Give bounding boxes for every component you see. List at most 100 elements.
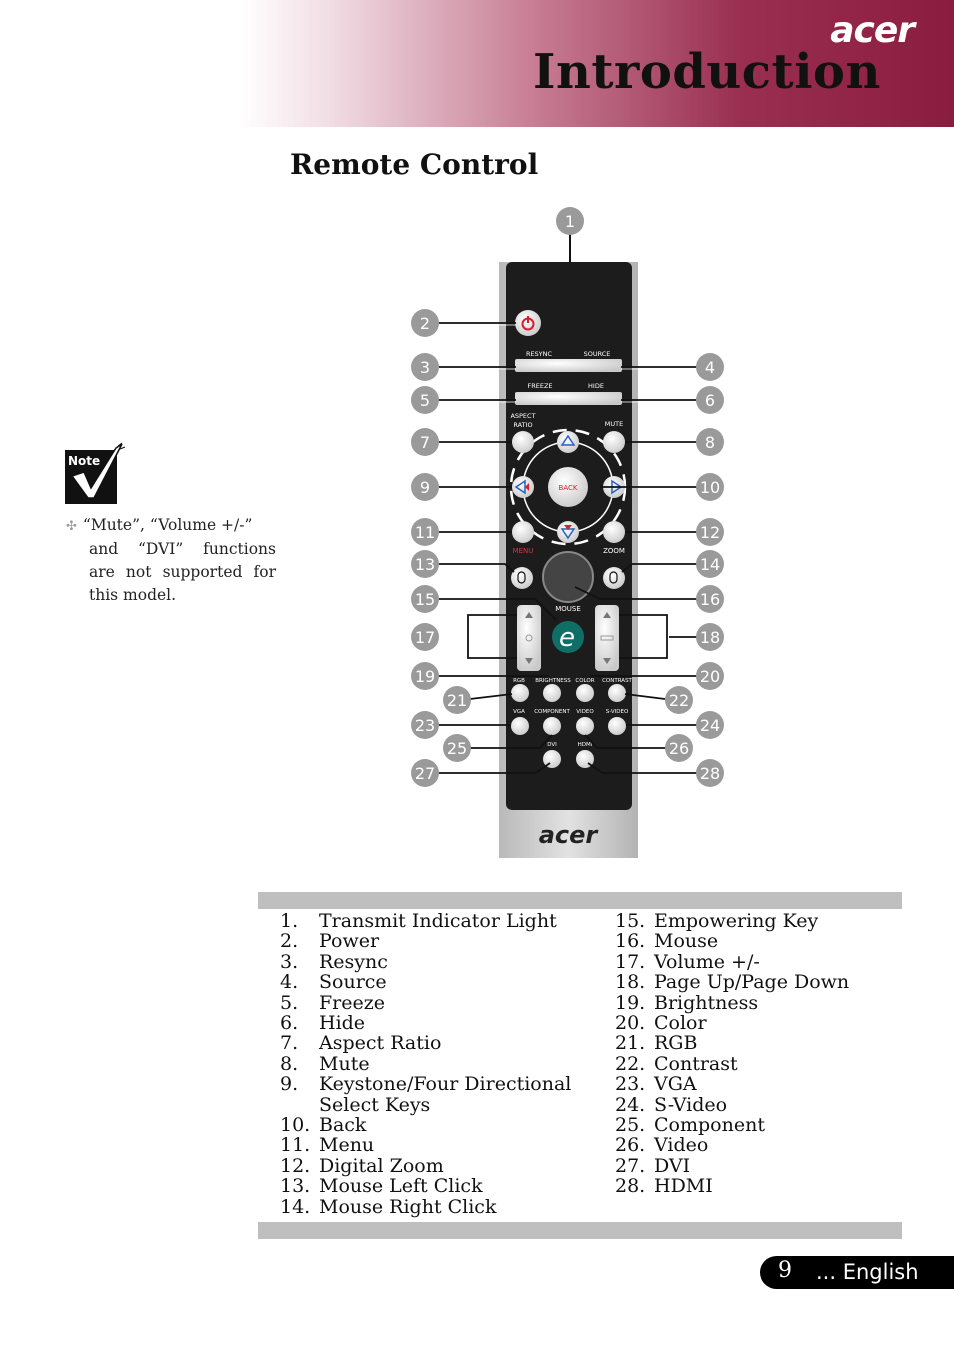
legend-item: 20.Color xyxy=(615,1012,900,1035)
callout-number: 9 xyxy=(420,478,430,497)
callout-number: 2 xyxy=(420,314,430,333)
brightness-button[interactable] xyxy=(543,684,561,702)
svideo-label: S-VIDEO xyxy=(606,709,629,715)
down-key[interactable] xyxy=(557,521,579,543)
mouse-label: MOUSE xyxy=(555,605,581,613)
legend-number: 4. xyxy=(280,971,299,994)
legend-label: Menu xyxy=(319,1134,375,1157)
contrast-button[interactable] xyxy=(608,684,626,702)
aspect-label-2: RATIO xyxy=(513,421,532,429)
hdmi-label: HDMI xyxy=(578,742,593,748)
callout-number: 1 xyxy=(565,212,575,231)
legend-label: Mouse Right Click xyxy=(319,1195,497,1218)
callout-number: 21 xyxy=(447,691,467,710)
left-key[interactable] xyxy=(512,476,534,498)
callout-6: 6 xyxy=(696,386,724,414)
legend-number: 26. xyxy=(615,1134,646,1157)
callout-8: 8 xyxy=(696,428,724,456)
component-button[interactable] xyxy=(543,717,561,735)
volume-rocker[interactable] xyxy=(517,605,541,671)
page-rocker[interactable] xyxy=(595,605,619,671)
legend-label: Keystone/Four Directional Select Keys xyxy=(319,1073,572,1116)
vga-button[interactable] xyxy=(511,717,529,735)
up-key[interactable] xyxy=(557,431,579,453)
dvi-label: DVI xyxy=(547,742,557,748)
legend-item: 17.Volume +/- xyxy=(615,951,900,972)
page-footer: 9 ... English xyxy=(760,1256,954,1289)
callout-number: 19 xyxy=(415,667,435,686)
freeze-hide-button[interactable] xyxy=(515,392,622,405)
callout-26: 26 xyxy=(665,734,693,762)
color-button[interactable] xyxy=(576,684,594,702)
legend-item: 18.Page Up/Page Down xyxy=(615,972,900,993)
menu-button[interactable] xyxy=(512,521,534,543)
hide-label: HIDE xyxy=(588,382,604,390)
legend-label: Empowering Key xyxy=(654,910,819,932)
legend-item: 21.RGB xyxy=(615,1033,900,1054)
note-line-1: “Mute”, “Volume +/-” xyxy=(82,516,253,534)
callout-21: 21 xyxy=(443,686,471,714)
callout-15: 15 xyxy=(411,585,439,613)
callout-number: 16 xyxy=(700,590,720,609)
leader-lines xyxy=(439,322,697,774)
mouse-left-click-button[interactable] xyxy=(511,567,533,589)
callout-25: 25 xyxy=(443,734,471,762)
legend-label: Transmit Indicator Light xyxy=(319,910,557,932)
empowering-key-label: e xyxy=(559,623,575,653)
legend-item: 11. Menu xyxy=(280,1134,600,1157)
legend-number: 27. xyxy=(615,1154,646,1177)
legend-number: 23. xyxy=(615,1073,646,1096)
empowering-key[interactable]: e xyxy=(552,621,584,653)
callout-number: 14 xyxy=(700,555,720,574)
svideo-button[interactable] xyxy=(608,717,626,735)
source-label: SOURCE xyxy=(584,350,611,358)
legend-number: 7. xyxy=(280,1032,299,1055)
callout-5: 5 xyxy=(411,386,439,414)
contrast-label: CONTRAST xyxy=(602,678,632,684)
header-banner: acer xyxy=(240,0,954,127)
power-button[interactable] xyxy=(515,310,541,336)
mouse-right-click-button[interactable] xyxy=(603,567,625,589)
video-button[interactable] xyxy=(576,717,594,735)
legend-label: Back xyxy=(319,1114,367,1137)
legend-label: DVI xyxy=(654,1154,691,1177)
brightness-label: BRIGHTNESS xyxy=(535,678,571,684)
callout-number: 22 xyxy=(669,691,689,710)
callout-16: 16 xyxy=(696,585,724,613)
callout-number: 13 xyxy=(415,555,435,574)
legend-number: 13. xyxy=(280,1175,311,1198)
legend-bottom-bar xyxy=(258,1222,902,1239)
legend-item: 25.Component xyxy=(615,1114,900,1137)
legend-number: 16. xyxy=(615,930,646,953)
legend-number: 11. xyxy=(280,1134,311,1157)
legend-label: Freeze xyxy=(319,991,386,1014)
mute-button[interactable] xyxy=(603,431,625,453)
legend-label: Color xyxy=(654,1012,707,1035)
legend-item: 7. Aspect Ratio xyxy=(280,1032,600,1055)
legend-number: 1. xyxy=(280,910,299,932)
callout-number: 27 xyxy=(415,764,435,783)
legend-number: 25. xyxy=(615,1114,646,1137)
legend-label: Aspect Ratio xyxy=(319,1032,442,1055)
callout-19: 19 xyxy=(411,662,439,690)
rgb-button[interactable] xyxy=(511,684,529,702)
callout-9: 9 xyxy=(411,473,439,501)
callout-number: 17 xyxy=(415,628,435,647)
legend-number: 9. xyxy=(280,1073,299,1096)
legend-item: 3.Resync xyxy=(280,951,600,972)
aspect-ratio-button[interactable] xyxy=(512,431,534,453)
mouse-pad[interactable] xyxy=(542,551,594,603)
legend-number: 15. xyxy=(615,910,646,932)
legend-item: 2.Power xyxy=(280,931,600,952)
resync-source-button[interactable] xyxy=(515,359,622,372)
legend-item: 5.Freeze xyxy=(280,991,600,1014)
remote-logo: acer xyxy=(539,821,600,849)
legend-number: 12. xyxy=(280,1154,311,1177)
legend-item: 24.S-Video xyxy=(615,1094,900,1115)
back-button[interactable]: BACK xyxy=(548,467,588,507)
zoom-button[interactable] xyxy=(603,521,625,543)
mute-label: MUTE xyxy=(605,420,623,428)
callout-number: 8 xyxy=(705,433,715,452)
dvi-button[interactable] xyxy=(543,750,561,768)
